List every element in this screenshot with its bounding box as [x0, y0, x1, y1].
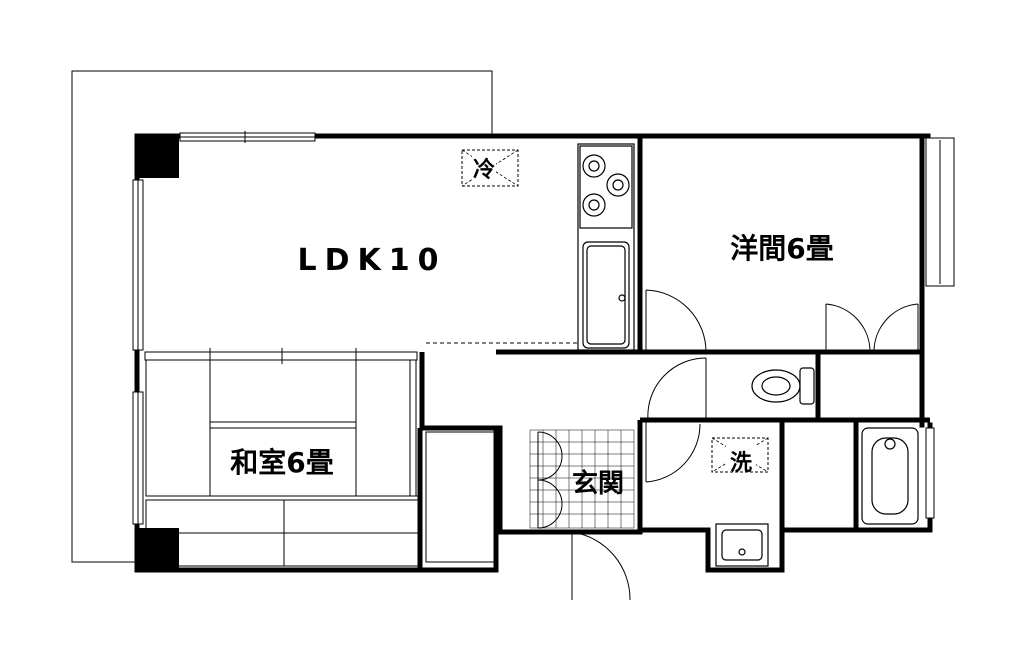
toilet	[751, 367, 815, 405]
balcony	[71, 70, 493, 563]
washer-space: 洗	[711, 437, 769, 476]
bathtub	[861, 427, 919, 525]
entrance-tiles	[529, 429, 635, 529]
refrigerator-space: 冷	[461, 149, 519, 187]
windows	[132, 131, 955, 525]
room-label-ldk: LDK10	[297, 243, 446, 278]
shoe-cabinet	[425, 431, 495, 563]
interior-walls	[417, 136, 930, 570]
washer-label: 洗	[730, 451, 752, 476]
wash-basin	[715, 523, 769, 567]
doors	[537, 289, 919, 601]
pillars	[137, 136, 179, 570]
room-label-japanese: 和室6畳	[230, 446, 333, 479]
kitchen-counter	[577, 143, 635, 351]
room-label-western: 洋間6畳	[730, 232, 833, 265]
refrigerator-label: 冷	[473, 157, 495, 183]
room-label-entrance: 玄関	[572, 468, 624, 499]
japanese-room-tatami	[144, 348, 421, 567]
